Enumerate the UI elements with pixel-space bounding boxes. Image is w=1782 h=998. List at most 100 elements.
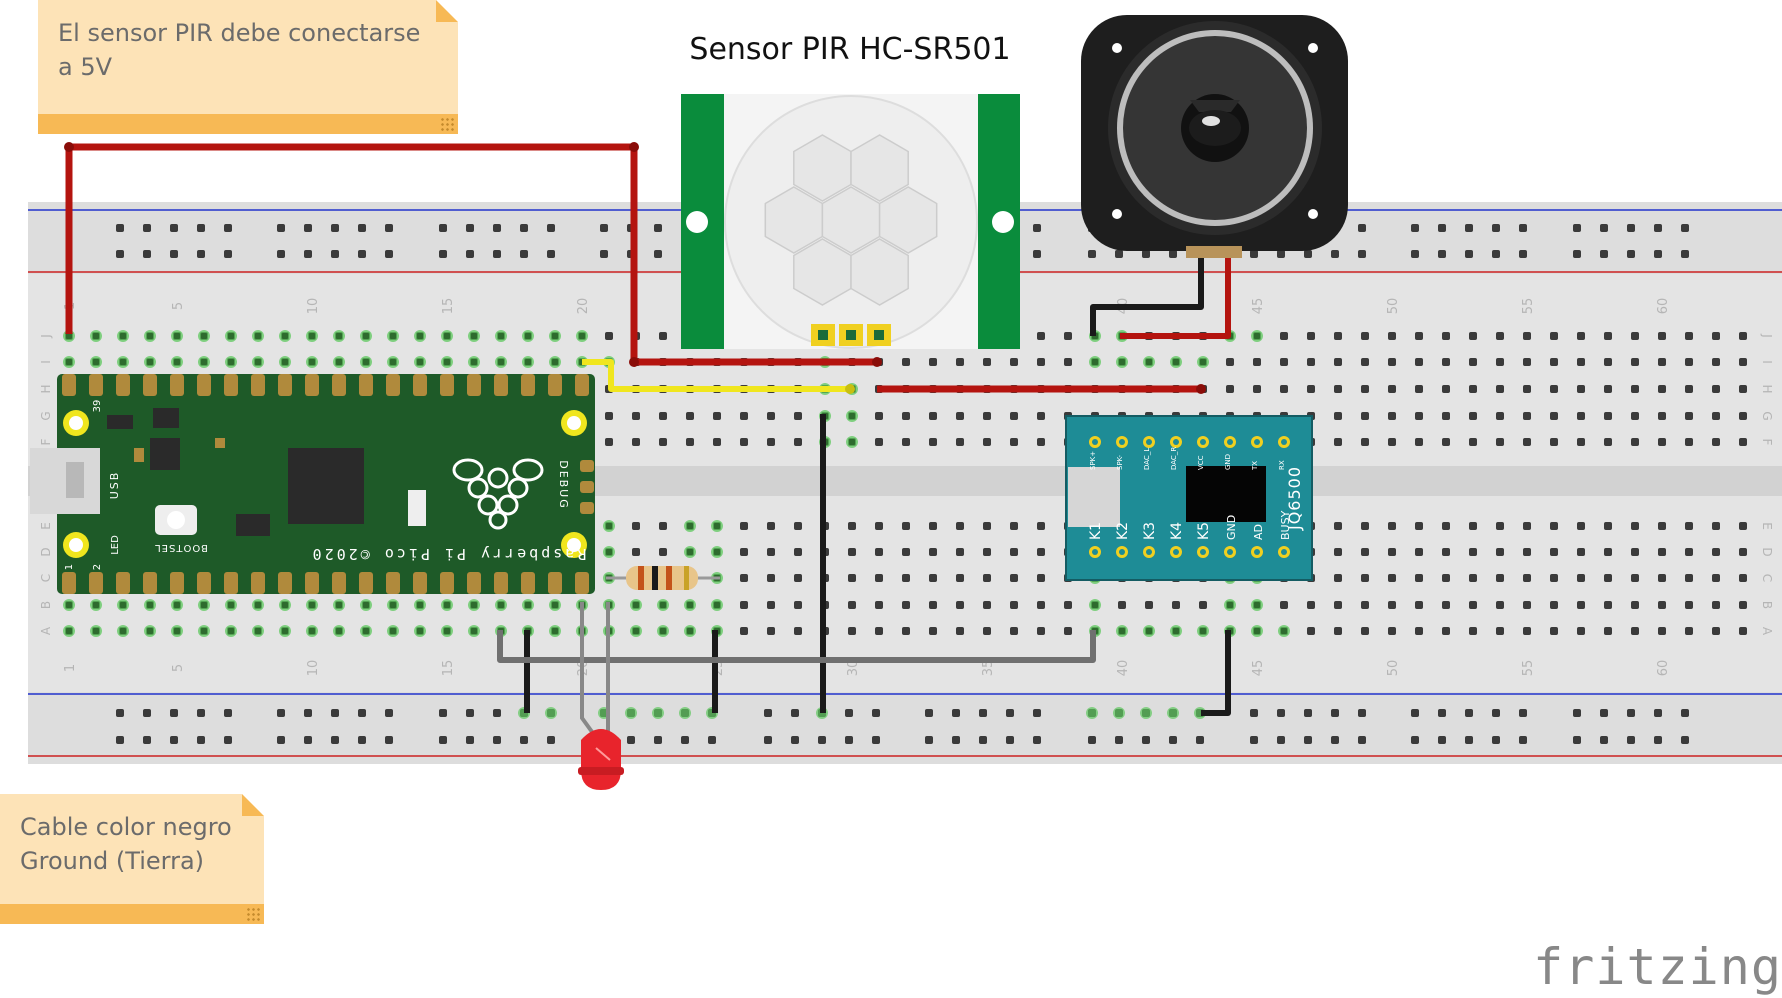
rail-hole [1492,709,1500,717]
breadboard-hole [498,602,504,608]
breadboard-hole [1361,412,1369,420]
breadboard-hole [1658,332,1666,340]
breadboard-hole [417,628,423,634]
breadboard-hole [147,359,153,365]
rail-hole [493,709,501,717]
mp3-pin-label: K5 [1196,522,1212,540]
rail-hole [1006,736,1014,744]
breadboard-hole [1523,574,1531,582]
breadboard-hole [714,523,720,529]
sticky-note-ground[interactable]: Cable color negro Ground (Tierra) [0,794,264,924]
mp3-pin-label: DAC_L [1143,448,1151,470]
rail-hole [1654,224,1662,232]
pico-pin-pad [386,374,400,396]
breadboard-hole [1550,627,1558,635]
breadboard-hole [282,359,288,365]
breadboard-hole [956,601,964,609]
rail-hole [1627,709,1635,717]
rail-hole [600,224,608,232]
breadboard-hole [1469,438,1477,446]
rail-hole [1654,250,1662,258]
breadboard-hole [147,628,153,634]
breadboard-hole [1577,412,1585,420]
resize-grip-icon[interactable] [440,117,454,131]
breadboard-hole [1388,332,1396,340]
breadboard-hole [1523,601,1531,609]
breadboard-hole [201,333,207,339]
breadboard-hole [1227,602,1233,608]
breadboard-hole [1307,358,1315,366]
mp3-chip [1186,466,1266,522]
breadboard-hole [471,628,477,634]
breadboard-hole [794,601,802,609]
rail-hole [385,250,393,258]
breadboard-hole [1415,385,1423,393]
breadboard-hole [1146,359,1152,365]
rail-hole [952,736,960,744]
breadboard-hole [740,627,748,635]
red-led[interactable] [578,602,624,790]
breadboard-hole [1631,438,1639,446]
breadboard-hole [1523,548,1531,556]
breadboard-hole [633,628,639,634]
raspberry-pi-pico[interactable]: Raspberry Pi Pico ©2020 USB LED BOOTSEL … [30,374,595,594]
breadboard-hole [1631,548,1639,556]
row-letter-label: J [1760,333,1774,338]
breadboard-hole [983,438,991,446]
breadboard-hole [1064,332,1072,340]
rail-hole [547,224,555,232]
rail-hole [1573,250,1581,258]
rail-hole [1627,736,1635,744]
sticky-note-5v[interactable]: El sensor PIR debe conectarse a 5V [38,0,458,134]
breadboard-hole [174,359,180,365]
resize-grip-icon[interactable] [246,907,260,921]
debug-pin-pad [580,481,594,493]
pico-pin-pad [224,374,238,396]
rail-hole [1465,736,1473,744]
pir-pin-header [811,324,891,346]
breadboard-hole [309,333,315,339]
rail-hole [466,224,474,232]
rail-hole [197,736,205,744]
rail-hole [1600,250,1608,258]
note-text-5v: El sensor PIR debe conectarse a 5V [58,19,421,81]
breadboard-hole [713,412,721,420]
rail-hole [1088,250,1096,258]
breadboard-hole [1604,358,1612,366]
speaker[interactable] [1081,15,1348,258]
breadboard-hole [1010,548,1018,556]
row-letter-label: G [39,411,53,420]
pico-pin-pad [440,374,454,396]
breadboard-hole [201,359,207,365]
pico-pin-pad [359,374,373,396]
breadboard-hole [1119,359,1125,365]
breadboard-hole [1037,601,1045,609]
connected-hole-marker [1113,707,1125,719]
pico-pin-pad [224,572,238,594]
mp3-pin-headers: SPK+K1SPK-K2DAC_LK3DAC_RK4VCCK5GNDGNDTXA… [1088,436,1292,558]
breadboard-hole [363,628,369,634]
breadboard-hole [1226,358,1234,366]
mp3-pin-label: SPK- [1116,454,1124,470]
jq6500-mp3-module[interactable]: SPK+K1SPK-K2DAC_LK3DAC_RK4VCCK5GNDGNDTXA… [1065,415,1313,581]
breadboard-hole [605,438,613,446]
breadboard-hole [1523,412,1531,420]
pico-pin-pad [494,572,508,594]
resistor[interactable] [606,566,720,590]
rail-hole [1492,250,1500,258]
breadboard-hole [740,412,748,420]
pico-led-label: LED [110,535,121,555]
breadboard-hole [1361,358,1369,366]
rail-hole [1250,709,1258,717]
pir-sensor-hc-sr501[interactable] [681,94,1020,349]
breadboard-hole [120,359,126,365]
breadboard-hole [1550,574,1558,582]
row-letter-label: H [1760,384,1774,393]
mount-hole-icon [1308,43,1318,53]
pico-board-label: Raspberry Pi Pico ©2020 [310,545,587,563]
breadboard-hole [1631,574,1639,582]
breadboard-hole [552,359,558,365]
breadboard-hole [929,438,937,446]
breadboard-hole [1172,601,1180,609]
breadboard-hole [1685,438,1693,446]
